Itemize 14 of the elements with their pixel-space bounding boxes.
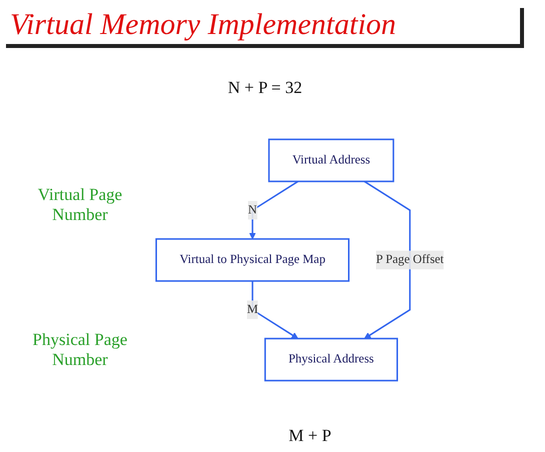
bus-label: Physical Page Number [32,330,128,371]
edge-label: N [248,203,257,216]
arrow [252,281,298,339]
node-box: Virtual Address [268,138,394,182]
dimension-label: M + P [288,426,332,446]
edge-label: M [246,302,258,316]
edge-label: P Page Offset [376,252,444,266]
arrow [249,180,298,240]
arrow [364,180,411,339]
node-box: Virtual to Physical Page Map [155,238,350,282]
bus-label: Virtual Page Number [36,185,124,226]
diagram-title: Virtual Memory Implementation [6,8,524,48]
node-box: Physical Address [264,338,398,382]
dimension-label: N + P = 32 [226,78,304,98]
